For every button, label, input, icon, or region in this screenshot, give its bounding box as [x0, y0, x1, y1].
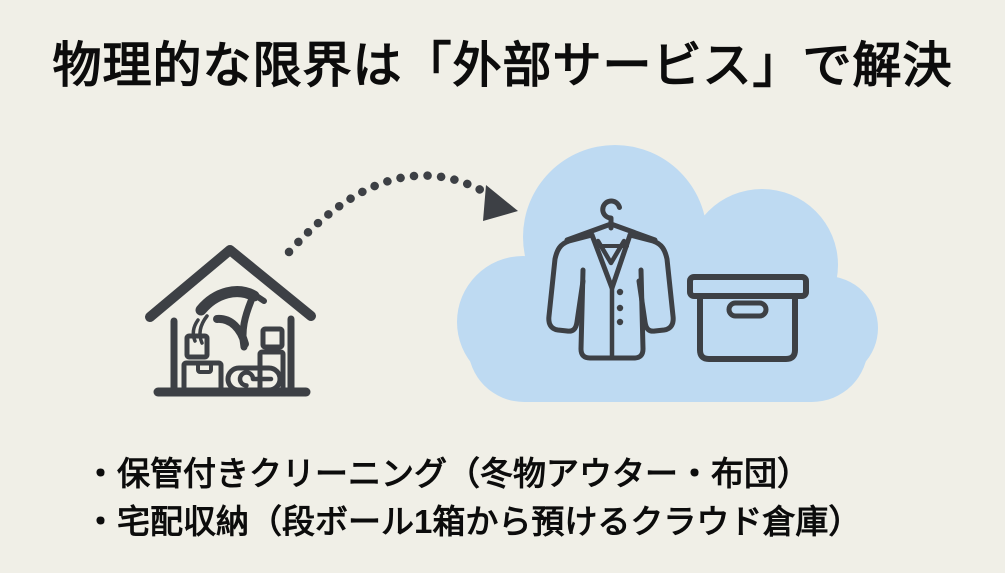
- bullet-item: ・宅配収納（段ボール1箱から預けるクラウド倉庫）: [84, 503, 862, 540]
- bullet-item: ・保管付きクリーニング（冬物アウター・布団）: [84, 455, 810, 492]
- cloud-icon: [457, 145, 878, 402]
- bullet-list: ・保管付きクリーニング（冬物アウター・布団） ・宅配収納（段ボール1箱から預ける…: [84, 450, 861, 546]
- coat-on-hanger-icon: [546, 198, 676, 361]
- storage-box-icon: [687, 274, 809, 362]
- cluttered-house-icon: [145, 245, 316, 397]
- page-title: 物理的な限界は「外部サービス」で解決: [52, 39, 953, 93]
- dotted-arc-arrow-icon: [284, 171, 518, 257]
